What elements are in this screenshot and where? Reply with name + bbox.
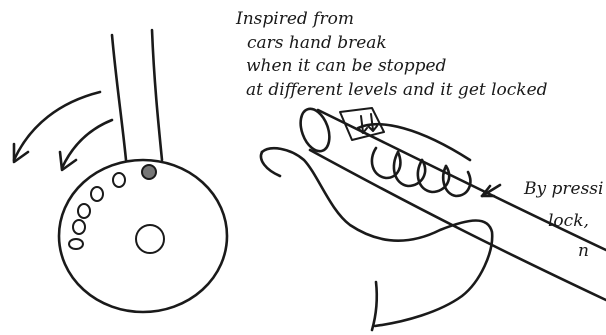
press-note-line-1: By pressi (523, 179, 603, 199)
handwritten-notes: Inspired from cars hand break when it ca… (235, 9, 548, 100)
note-line-4: at different levels and it get locked (246, 80, 548, 100)
wheel-axle (136, 225, 164, 253)
press-note-line-3: n (578, 241, 589, 261)
wheel-rod-left-edge (112, 35, 126, 160)
curved-arrow-icon (14, 92, 100, 160)
handle-end-cap (295, 105, 334, 155)
press-note-line-2: lock, (548, 211, 589, 231)
note-line-1: Inspired from (235, 9, 354, 29)
lock-pin-shaded (142, 165, 156, 179)
rotary-lock-wheel-icon (59, 160, 227, 312)
note-line-3: when it can be stopped (246, 56, 447, 76)
lock-hole-2 (91, 187, 103, 201)
wheel-rod-right-edge (152, 30, 162, 160)
lock-hole-5 (69, 239, 83, 249)
lock-hole-3 (78, 204, 90, 218)
wheel-lock-drawing (14, 30, 227, 312)
thumb (261, 152, 280, 176)
note-line-2: cars hand break (247, 33, 387, 53)
pressing-notes: By pressi lock, n (523, 179, 603, 261)
lock-hole-4 (73, 220, 85, 234)
curved-arrow-icon (62, 120, 112, 168)
lock-hole-1 (113, 173, 125, 187)
wrist-line (372, 282, 377, 330)
